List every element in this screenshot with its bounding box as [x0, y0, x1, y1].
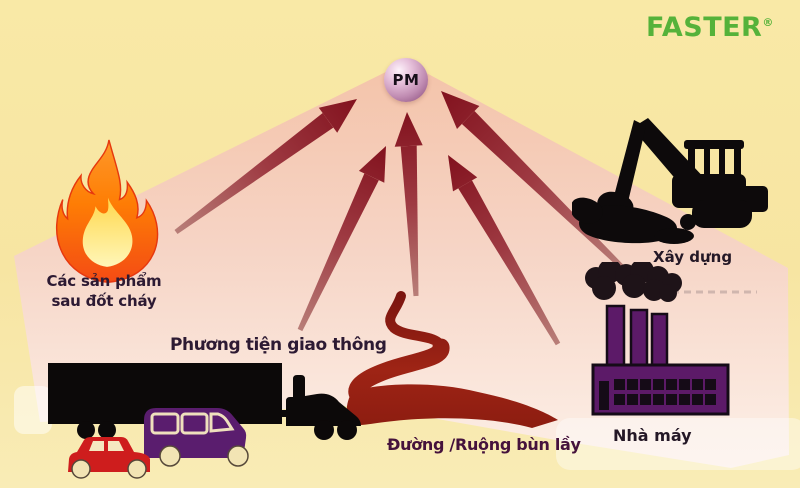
arrow-road-to-pm [394, 112, 423, 297]
smoke-puffs [585, 262, 682, 302]
arrow-combustion-to-pm [174, 99, 357, 234]
brand-logo: FASTER® [646, 12, 774, 43]
label-combustion-products: Các sản phẩm sau đốt cháy [24, 272, 184, 311]
factory-icon [585, 262, 730, 416]
label-factory: Nhà máy [613, 426, 692, 445]
pm-label: PM [392, 71, 420, 89]
car-icon [68, 437, 150, 479]
arrow-factory-to-pm [448, 155, 561, 346]
pm-sphere: PM [384, 58, 428, 102]
label-combustion-line2: sau đốt cháy [51, 291, 157, 310]
fire-icon [56, 139, 159, 283]
label-construction: Xây dựng [653, 248, 733, 266]
watermark-patch-left [14, 386, 52, 434]
excavator-icon [572, 118, 768, 244]
label-muddy-road: Đường /Ruộng bùn lầy [387, 435, 581, 454]
registered-mark: ® [762, 16, 774, 29]
arrow-traffic-to-pm [297, 146, 386, 332]
van-icon [144, 408, 249, 467]
label-traffic: Phương tiện giao thông [170, 335, 387, 355]
brand-name: FASTER [646, 12, 763, 43]
watermark-patch-right [556, 418, 800, 470]
truck-van-car-icons [48, 363, 361, 479]
label-combustion-line1: Các sản phẩm [46, 272, 162, 290]
winding-road-icon [346, 291, 558, 428]
